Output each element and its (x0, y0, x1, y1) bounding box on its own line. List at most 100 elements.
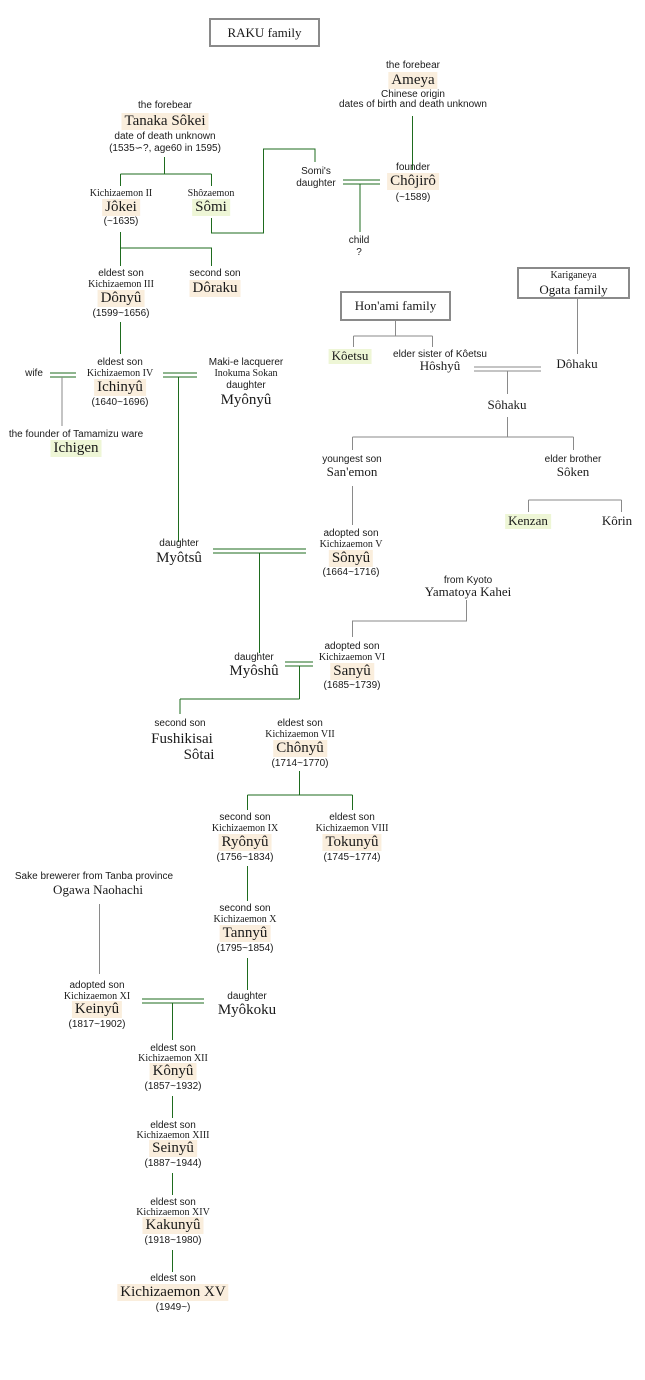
tokunyu-name: Tokunyû (322, 834, 382, 852)
ryonyu-role: second son (219, 812, 271, 823)
ameya-note-dates: dates of birth and death unknown (339, 99, 487, 110)
sonyu-title: Kichizaemon V (319, 539, 383, 550)
marriage-myotsu-sonyu (213, 548, 306, 554)
tokunyu-title: Kichizaemon VIII (315, 823, 389, 834)
child-label: child (348, 235, 370, 246)
myotsu-role: daughter (159, 538, 199, 549)
doraku-name: Dôraku (189, 280, 241, 298)
myonyu-role-inokuma: Inokuma Sokan (214, 368, 278, 379)
sokei-name: Tanaka Sôkei (121, 113, 209, 131)
sanemon-role: youngest son (322, 454, 382, 465)
ichinyu-dates: (1640~1696) (91, 397, 149, 408)
konyu-dates: (1857~1932) (144, 1081, 202, 1092)
kichizaemon15-name: Kichizaemon XV (117, 1284, 229, 1302)
chonyu-name: Chônyû (273, 740, 327, 758)
chonyu-role: eldest son (277, 718, 323, 729)
kichizaemon15-dates: (1949~) (155, 1302, 191, 1313)
chojiro-name: Chôjirô (387, 173, 439, 191)
child-dates: ? (356, 247, 362, 258)
dohaku-name: Dôhaku (556, 356, 598, 371)
myokoku-role: daughter (227, 991, 267, 1002)
chonyu-dates: (1714~1770) (271, 758, 329, 769)
sanemon-name: San'emon (326, 464, 378, 479)
sokei-note-age: (1535∽?, age60 in 1595) (109, 143, 221, 154)
ogata-family-box: Kariganeya Ogata family (517, 267, 630, 299)
kakunyu-name: Kakunyû (142, 1217, 204, 1235)
wife-label: wife (25, 368, 43, 379)
hoshyu-role: elder sister of Kôetsu (393, 349, 487, 360)
sonyu-role: adopted son (323, 528, 379, 539)
seinyu-role: eldest son (150, 1120, 196, 1131)
line-kahei-sanyu (352, 600, 467, 637)
seinyu-dates: (1887~1944) (144, 1158, 202, 1169)
marriage-keinyu-myokoku (142, 998, 204, 1004)
myoshu-role: daughter (234, 652, 274, 663)
donyu-name: Dônyû (97, 290, 145, 308)
marriage-myoshu-sanyu (285, 661, 313, 667)
ichinyu-title: Kichizaemon IV (86, 368, 154, 379)
kenzan-name: Kenzan (505, 513, 551, 529)
somi-role: Shôzaemon (187, 188, 235, 199)
tannyu-name: Tannyû (219, 925, 271, 943)
konyu-name: Kônyû (149, 1063, 197, 1081)
jokei-title: Kichizaemon II (89, 188, 153, 199)
ameya-note-origin: Chinese origin (381, 89, 445, 100)
ichinyu-name: Ichinyû (94, 379, 146, 397)
myonyu-role-lacquerer: Maki-e lacquerer (208, 357, 284, 368)
doraku-role: second son (189, 268, 241, 279)
line-soken-children (528, 499, 622, 512)
keinyu-name: Keinyû (71, 1001, 123, 1019)
naohachi-role: Sake brewerer from Tanba province (14, 871, 174, 882)
korin-name: Kôrin (601, 513, 633, 528)
chojiro-dates: (~1589) (395, 192, 431, 203)
sanyu-name: Sanyû (330, 663, 374, 681)
sohaku-name: Sôhaku (487, 397, 527, 412)
kakunyu-dates: (1918~1980) (144, 1235, 202, 1246)
sokei-role: the forebear (138, 100, 192, 111)
kariganeya-label: Kariganeya (550, 270, 597, 281)
ameya-name: Ameya (388, 72, 438, 90)
konyu-title: Kichizaemon XII (138, 1053, 208, 1064)
chonyu-title: Kichizaemon VII (265, 729, 335, 740)
kahei-role: from Kyoto (443, 575, 493, 586)
line-sohaku-children (352, 417, 574, 450)
ogata-label: Ogata family (539, 282, 608, 297)
line-jokei-children (120, 232, 212, 266)
title-box: RAKU family (209, 18, 320, 47)
kahei-name: Yamatoya Kahei (424, 584, 512, 599)
hoshyu-name: Hôshyû (419, 358, 461, 373)
ryonyu-name: Ryônyû (218, 834, 272, 852)
donyu-dates: (1599~1656) (92, 308, 150, 319)
sotai-role: second son (154, 718, 206, 729)
ameya-role: the forebear (386, 60, 440, 71)
chojiro-role: founder (396, 162, 430, 173)
line-myoshu-children (179, 666, 300, 714)
marriage-hoshyu-dohaku (474, 366, 541, 372)
somi-name: Sômi (192, 199, 230, 217)
seinyu-title: Kichizaemon XIII (136, 1130, 210, 1141)
keinyu-title: Kichizaemon XI (63, 991, 131, 1002)
sanyu-dates: (1685~1739) (323, 680, 381, 691)
donyu-role: eldest son (98, 268, 144, 279)
ryonyu-title: Kichizaemon IX (211, 823, 279, 834)
soken-name: Sôken (556, 464, 590, 479)
tokunyu-role: eldest son (329, 812, 375, 823)
tannyu-title: Kichizaemon X (213, 914, 277, 925)
somi-daughter-label: Somi's daughter (296, 166, 336, 189)
koetsu-name: Kôetsu (328, 348, 372, 364)
marriage-ichinyu-myonyu (163, 372, 197, 378)
keinyu-dates: (1817~1902) (68, 1019, 126, 1030)
kakunyu-title: Kichizaemon XIV (136, 1207, 210, 1218)
myotsu-name: Myôtsû (156, 550, 202, 566)
line-honami-children (353, 320, 433, 347)
myoshu-name: Myôshû (229, 663, 279, 679)
jokei-dates: (~1635) (103, 216, 139, 227)
marriage-somi-daughter-chojiro (343, 179, 380, 185)
myonyu-role-daughter: daughter (226, 380, 266, 391)
sanyu-role: adopted son (324, 641, 380, 652)
kichizaemon15-role: eldest son (150, 1273, 196, 1284)
seinyu-name: Seinyû (149, 1140, 197, 1158)
kakunyu-role: eldest son (150, 1197, 196, 1208)
tannyu-role: second son (219, 903, 271, 914)
